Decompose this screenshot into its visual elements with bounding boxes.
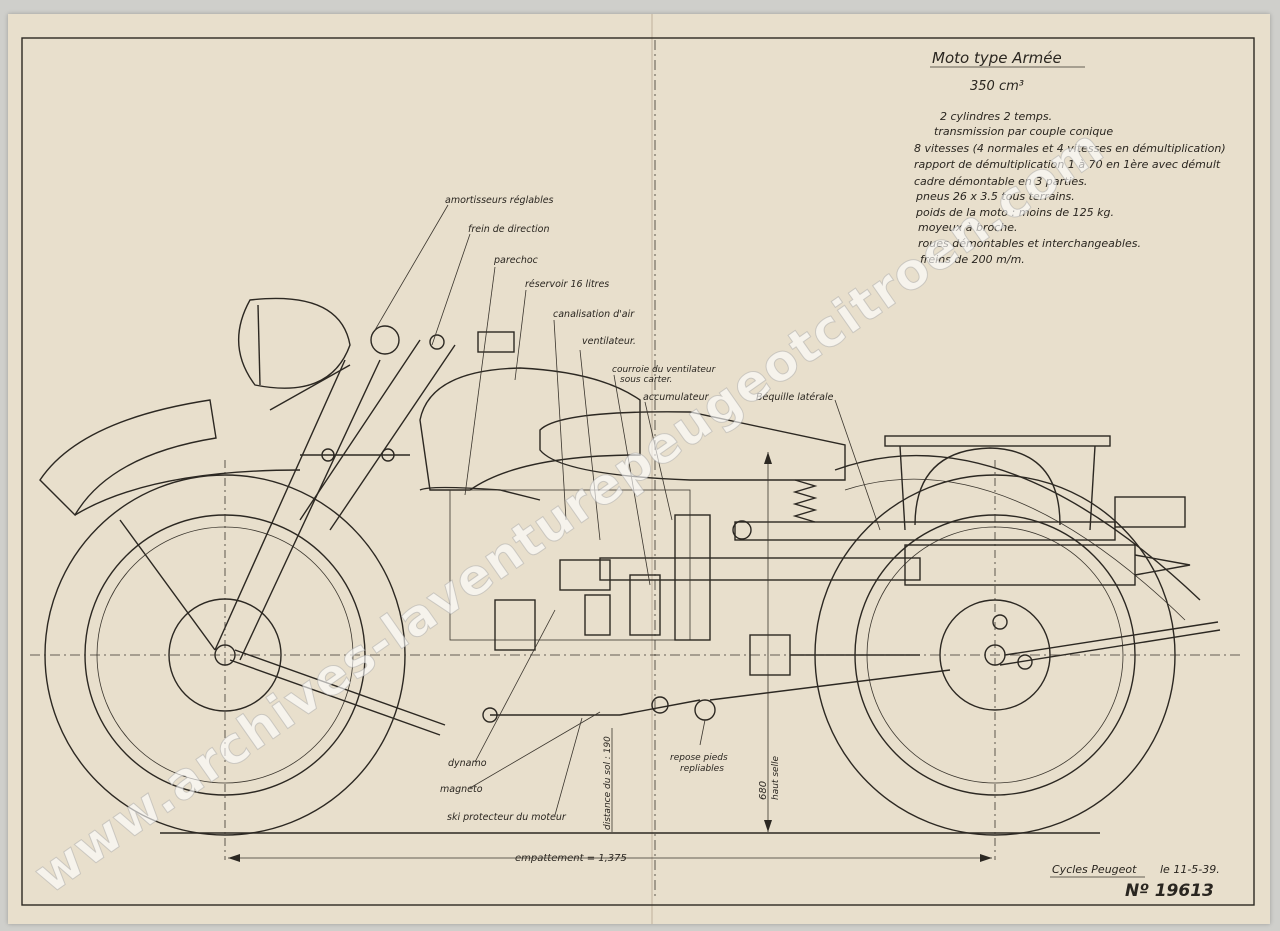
maker-name: Cycles Peugeot	[1052, 863, 1137, 876]
leader-lines	[374, 204, 881, 816]
rear-fender	[834, 454, 1201, 601]
label-parechoc: parechoc	[493, 255, 539, 266]
spec-line: moyeux à broche.	[918, 221, 1017, 234]
spec-line: roues démontables et interchangeables.	[918, 237, 1141, 250]
label-magneto: magneto	[440, 784, 483, 795]
label-courroie-sous-carter: sous carter.	[620, 375, 672, 385]
headlamp	[238, 297, 351, 389]
saddle	[539, 411, 846, 481]
rear-fender-inner	[844, 478, 1186, 621]
displacement: 350 cm³	[970, 79, 1024, 94]
spec-line: cadre démontable en 3 parties.	[914, 175, 1087, 188]
spec-line: pneus 26 x 3.5 tous terrains.	[915, 190, 1075, 203]
watermark-text: www.archives-laventurepeugeotcitroen.com	[24, 117, 1115, 905]
front-fork	[214, 325, 515, 661]
label-seat-height: haut selle	[771, 755, 781, 800]
front-fender	[39, 399, 217, 517]
label-empattement: empattement = 1,375	[515, 853, 627, 864]
label-canalisation: canalisation d'air	[553, 309, 635, 320]
fuel-tank	[419, 367, 641, 491]
label-bequille: Béquille latérale	[756, 392, 834, 403]
drawing-date: le 11-5-39.	[1160, 863, 1220, 876]
label-dynamo: dynamo	[448, 758, 487, 769]
label-accumulateur: accumulateur	[643, 392, 710, 403]
front-fender-arc	[74, 469, 301, 516]
label-distance-sol: distance du sol : 190	[603, 736, 613, 830]
label-repliables: repliables	[680, 764, 724, 774]
label-seat-height-value: 680	[758, 781, 769, 800]
spec-line: 2 cylindres 2 temps.	[940, 110, 1052, 123]
label-ventilateur: ventilateur.	[582, 336, 636, 347]
spec-line: poids de la moto : moins de 125 kg.	[915, 206, 1114, 219]
spec-list: 2 cylindres 2 temps. transmission par co…	[914, 110, 1226, 266]
headlamp-rim	[257, 304, 261, 386]
label-repose-pieds: repose pieds	[670, 753, 728, 763]
spec-line: 8 vitesses (4 normales et 4 vitesses en …	[914, 142, 1226, 155]
luggage-rack	[884, 435, 1186, 531]
label-courroie: courroie du ventilateur	[612, 365, 717, 375]
drawing-sheet	[8, 14, 1270, 924]
label-frein-direction: frein de direction	[468, 224, 550, 235]
fold-line	[651, 14, 653, 924]
spec-line: transmission par couple conique	[934, 125, 1113, 138]
drawing-frame	[21, 37, 1255, 906]
spec-line: rapport de démultiplication 1 à 70 en 1è…	[914, 158, 1221, 171]
label-ski: ski protecteur du moteur	[447, 812, 567, 823]
drawing-number: Nº 19613	[1125, 881, 1214, 901]
label-amortisseurs: amortisseurs réglables	[445, 195, 554, 206]
drawing-title: Moto type Armée	[932, 49, 1062, 67]
label-reservoir: réservoir 16 litres	[525, 279, 609, 290]
spec-line: freins de 200 m/m.	[920, 253, 1025, 266]
seat-spring	[792, 479, 818, 523]
